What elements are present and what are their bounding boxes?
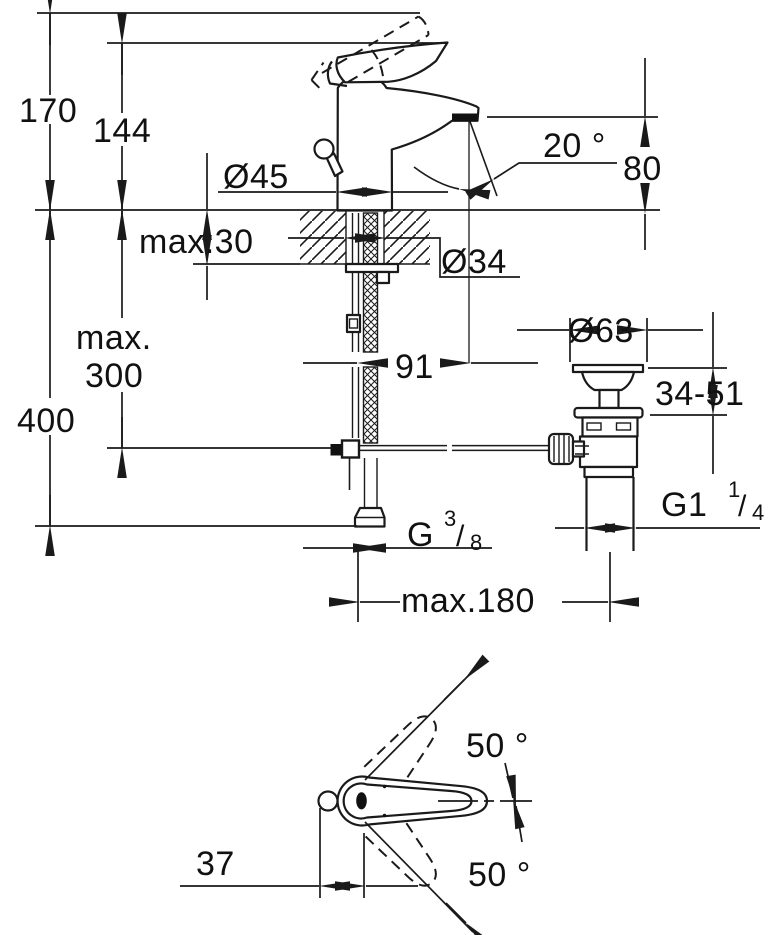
dim-clamping-range: 34-51 — [655, 312, 744, 474]
faucet-top-view: 50 ° 50 ° 37 — [180, 654, 532, 935]
install-depth-label: 400 — [17, 402, 75, 440]
waste-thread-sub: 4 — [752, 500, 764, 525]
stream-angle-label: 20 ° — [543, 127, 606, 165]
rod-projection-label: max.180 — [401, 582, 535, 620]
pull-rod-knob — [313, 138, 335, 160]
hole-diameter-label: Ø34 — [441, 243, 507, 281]
dim-total-height: 170 400 — [17, 0, 77, 556]
supply-thread-slash: / — [456, 520, 465, 553]
dim-swing-up: 50 ° — [364, 654, 529, 830]
dimensions: 170 400 144 max. 300 max.30 Ø45 — [17, 0, 764, 622]
dim-spout-reach: 91 — [303, 348, 538, 386]
pop-up-waste-assembly — [547, 363, 645, 551]
swing-up-label: 50 ° — [466, 727, 529, 765]
waste-thread-label: G1 — [661, 486, 707, 524]
pop-up-rod-linkage — [330, 439, 550, 490]
water-stream-line — [469, 120, 498, 197]
total-height-label: 170 — [19, 92, 77, 130]
waste-tailpipe — [585, 477, 635, 551]
waste-thread-sup: 1 — [728, 477, 740, 502]
supply-thread-label: G — [407, 516, 434, 554]
dim-waste-flange-diameter: Ø63 — [517, 312, 703, 350]
deck-thickness-label: max.30 — [139, 223, 254, 261]
dim-handle-height: 144 max. 300 — [76, 13, 152, 478]
hose-length-word-label: max. — [76, 319, 152, 357]
spout-height-label: 80 — [623, 150, 662, 188]
supply-thread-sup: 3 — [444, 506, 456, 531]
aerator — [452, 113, 478, 121]
faucet-side-view — [310, 15, 498, 363]
clamping-range-label: 34-51 — [655, 375, 744, 413]
dim-deck-thickness: max.30 — [139, 153, 254, 300]
dim-stream-angle: 20 ° — [413, 127, 617, 200]
dim-supply-thread: G 3 / 8 — [303, 506, 492, 555]
dim-body-diameter: Ø45 — [218, 158, 448, 197]
handle-height-label: 144 — [93, 112, 151, 150]
mounting-washer — [344, 262, 400, 274]
lever-slot — [356, 792, 367, 810]
supply-thread-sub: 8 — [470, 530, 482, 555]
waste-flange-diameter-label: Ø63 — [568, 312, 634, 350]
dim-knob-offset: 37 — [180, 808, 418, 898]
spout-reach-label: 91 — [395, 348, 434, 386]
dim-hole-diameter: Ø34 — [288, 233, 520, 281]
pull-knob-top — [317, 790, 339, 812]
dim-swing-down: 50 ° — [364, 774, 531, 935]
body-diameter-label: Ø45 — [223, 158, 289, 196]
supply-hose-assembly — [344, 212, 400, 528]
swing-down-label: 50 ° — [468, 856, 531, 894]
lever-handle — [335, 41, 449, 84]
faucet-body — [336, 75, 480, 212]
dim-rod-projection: max.180 — [329, 582, 639, 620]
dim-spout-height: 80 — [623, 58, 662, 250]
dim-waste-thread: G1 1 / 4 — [555, 477, 764, 533]
hose-length-value-label: 300 — [85, 357, 143, 395]
waste-thread-slash: / — [738, 490, 747, 523]
knob-offset-label: 37 — [196, 845, 235, 883]
